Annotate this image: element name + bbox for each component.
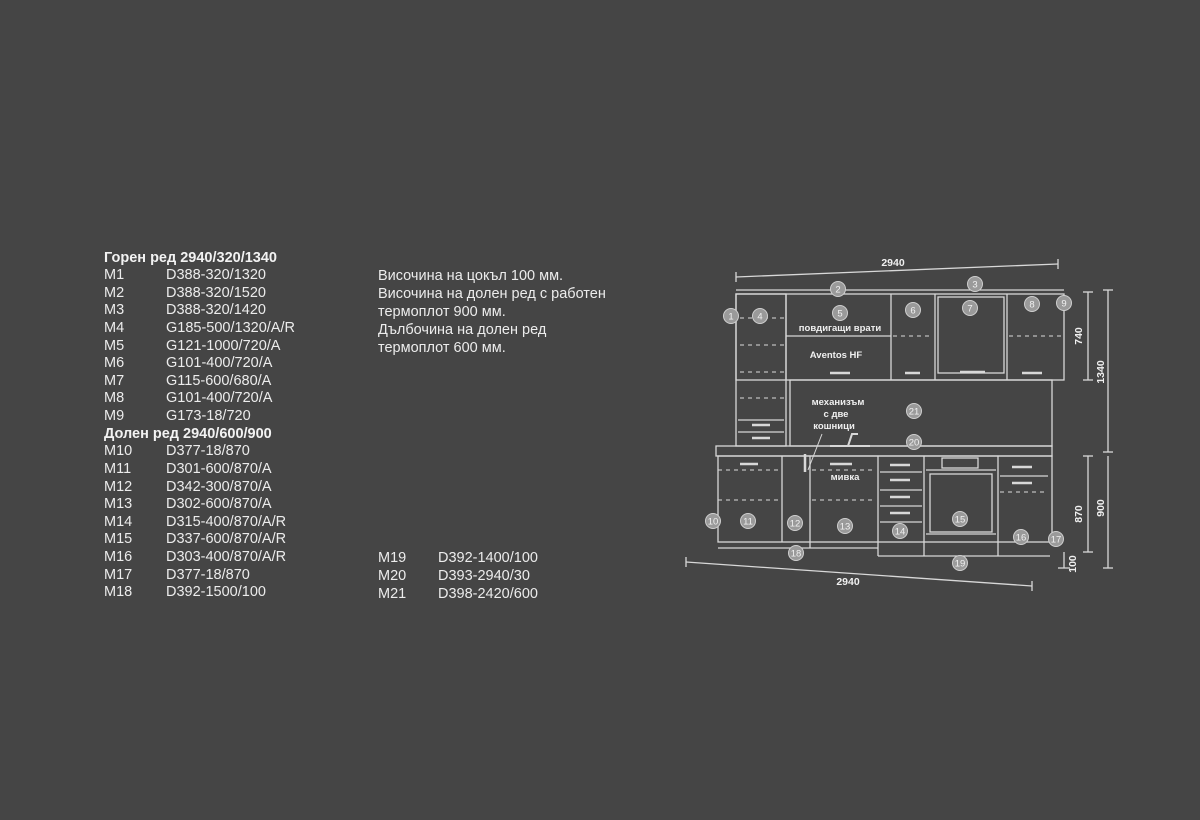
module-code: D315-400/870/A/R <box>166 514 287 530</box>
module-code: D388-320/1420 <box>166 302 266 318</box>
worktop <box>715 445 1053 457</box>
marker-label: 3 <box>972 280 977 291</box>
note-line: термоплот 900 мм. <box>378 304 506 320</box>
module-code: D377-18/870 <box>166 567 250 583</box>
oven <box>929 473 993 533</box>
module-id: M15 <box>104 531 133 547</box>
module-id: M2 <box>104 285 125 301</box>
note-line: Дълбочина на долен ред <box>378 322 547 338</box>
module-code: D393-2940/30 <box>438 568 530 584</box>
dimension-740: 740 <box>1073 327 1085 345</box>
marker-label: 14 <box>895 527 906 538</box>
lower-row-heading: Долен ред 2940/600/900 <box>104 426 272 442</box>
note-line: Височина на долен ред с работен <box>378 286 606 302</box>
marker-label: 18 <box>791 549 802 560</box>
lower-cabinets-outline <box>717 455 1053 543</box>
dimension-870: 870 <box>1073 505 1085 523</box>
module-id: M20 <box>378 568 407 584</box>
marker-label: 1 <box>728 312 733 323</box>
aventos-label: Aventos HF <box>810 350 863 361</box>
module-code: D392-1500/100 <box>166 584 266 600</box>
marker-label: 8 <box>1029 300 1034 311</box>
module-code: D388-320/1320 <box>166 267 266 283</box>
module-id: M19 <box>378 550 407 566</box>
marker-label: 7 <box>967 304 972 315</box>
module-code: G101-400/720/A <box>166 390 273 406</box>
module-code: G173-18/720 <box>166 408 251 424</box>
upper-cabinets-outline <box>735 293 1065 381</box>
module-code: D302-600/870/A <box>166 496 272 512</box>
marker-label: 15 <box>955 515 966 526</box>
marker-label: 2 <box>835 285 840 296</box>
marker-label: 4 <box>757 312 762 323</box>
dimension-top: 2940 <box>881 257 905 269</box>
marker-label: 20 <box>909 438 920 449</box>
module-id: M4 <box>104 320 125 336</box>
module-id: M10 <box>104 443 133 459</box>
module-id: M5 <box>104 338 125 354</box>
marker-label: 6 <box>910 306 915 317</box>
module-code: D303-400/870/A/R <box>166 549 287 565</box>
module-id: M17 <box>104 567 133 583</box>
dimension-900: 900 <box>1095 499 1107 517</box>
note-line: термоплот 600 мм. <box>378 340 506 356</box>
module-id: M1 <box>104 267 125 283</box>
module-code: D342-300/870/A <box>166 479 272 495</box>
marker-label: 9 <box>1061 299 1066 310</box>
marker-label: 19 <box>955 559 966 570</box>
module-code: G115-600/680/A <box>166 373 272 389</box>
dimension-bottom: 2940 <box>836 576 860 588</box>
module-id: M6 <box>104 355 125 371</box>
module-id: M11 <box>104 461 132 477</box>
module-id: M12 <box>104 479 133 495</box>
module-code: D388-320/1520 <box>166 285 266 301</box>
marker-label: 5 <box>837 309 842 320</box>
module-code: D377-18/870 <box>166 443 250 459</box>
module-id: M9 <box>104 408 125 424</box>
module-id: M13 <box>104 496 133 512</box>
marker-label: 21 <box>909 407 920 418</box>
module-id: M14 <box>104 514 133 530</box>
dim-line-top <box>735 263 1059 278</box>
mechanism-label-1: механизъм <box>812 397 865 408</box>
dimension-1340: 1340 <box>1095 360 1107 384</box>
module-code: D301-600/870/A <box>166 461 272 477</box>
module-id: M16 <box>104 549 133 565</box>
marker-label: 17 <box>1051 535 1062 546</box>
module-id: M21 <box>378 586 407 602</box>
module-id: M3 <box>104 302 125 318</box>
mechanism-label-2: с две <box>824 409 849 420</box>
marker-label: 13 <box>840 522 851 533</box>
module-code: D398-2420/600 <box>438 586 538 602</box>
module-id: M7 <box>104 373 125 389</box>
dim-line-bottom <box>685 561 1033 587</box>
module-id: M18 <box>104 584 133 600</box>
mechanism-label-3: кошници <box>813 421 855 432</box>
marker-label: 12 <box>790 519 801 530</box>
module-code: G101-400/720/A <box>166 355 273 371</box>
upper-row-heading: Горен ред 2940/320/1340 <box>104 250 277 266</box>
lift-doors-label: повдигащи врати <box>799 323 882 334</box>
sink-label: мивка <box>831 472 860 483</box>
module-code: G185-500/1320/A/R <box>166 320 295 336</box>
marker-label: 10 <box>708 517 719 528</box>
marker-label: 11 <box>743 517 753 528</box>
module-code: D392-1400/100 <box>438 550 538 566</box>
notes-block: Височина на цокъл 100 мм. Височина на до… <box>378 267 678 357</box>
module-code: G121-1000/720/A <box>166 338 281 354</box>
module-id: M8 <box>104 390 125 406</box>
marker-label: 16 <box>1016 533 1027 544</box>
module-code: D337-600/870/A/R <box>166 531 287 547</box>
note-line: Височина на цокъл 100 мм. <box>378 268 564 284</box>
dimension-100: 100 <box>1067 555 1079 573</box>
